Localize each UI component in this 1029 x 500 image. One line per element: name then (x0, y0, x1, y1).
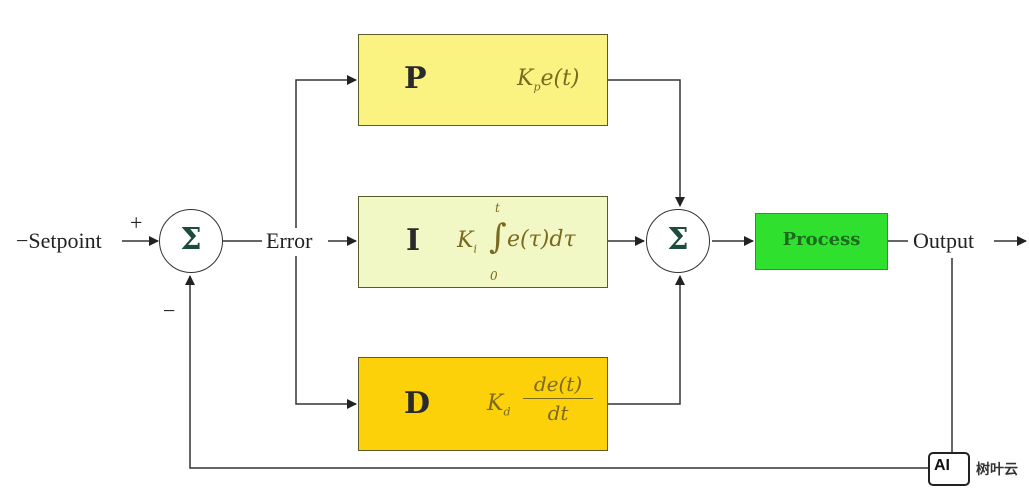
setpoint-label: −Setpoint (16, 228, 102, 253)
d-formula: Kd (487, 390, 510, 418)
integral-sign: ∫ (489, 217, 507, 257)
i-expression: e(τ)dτ (507, 227, 576, 252)
process-label: Process (782, 229, 861, 250)
derivative-fraction: de(t) dt (523, 372, 593, 425)
sigma-symbol-2: Σ (667, 222, 689, 257)
d-numerator: de(t) (523, 372, 593, 399)
p-gain: K (517, 66, 534, 91)
i-block: I Ki ∫ t 0 e(τ)dτ (358, 196, 608, 288)
d-block: D Kd de(t) dt (358, 357, 608, 451)
i-gain-subscript: i (473, 242, 477, 256)
d-denominator: dt (547, 401, 569, 425)
i-formula: Ki (457, 227, 477, 255)
summing-junction-1: Σ (159, 209, 223, 273)
watermark-text: 树叶云 (976, 462, 1018, 478)
p-formula: Kpe(t) (517, 65, 580, 93)
process-block: Process (755, 213, 888, 270)
sigma-symbol: Σ (180, 222, 202, 257)
integral-upper-limit: t (495, 201, 500, 215)
i-letter: I (406, 223, 421, 258)
error-label: Error (266, 228, 313, 253)
output-label: Output (913, 228, 975, 253)
summing-junction-2: Σ (646, 209, 710, 273)
error-to-d-arrow (295, 256, 357, 409)
d-letter: D (404, 386, 431, 421)
p-to-sum-arrow (608, 79, 685, 207)
feedback-line (185, 258, 953, 469)
plus-sign: + (130, 210, 143, 235)
watermark: AI 树叶云 (928, 452, 1018, 486)
p-expression: e(t) (540, 66, 580, 91)
p-block: P Kpe(t) (358, 34, 608, 126)
error-to-p-arrow (295, 75, 357, 228)
watermark-logo-text: AI (934, 457, 950, 474)
i-gain: K (457, 228, 474, 253)
d-gain-subscript: d (503, 405, 511, 419)
d-to-sum-arrow (608, 275, 685, 405)
d-gain: K (487, 391, 504, 416)
minus-sign: − (163, 298, 176, 323)
integral-lower-limit: 0 (490, 269, 498, 283)
p-gain-subscript: p (533, 80, 541, 94)
watermark-logo-icon: AI (928, 452, 970, 486)
p-letter: P (404, 61, 427, 96)
